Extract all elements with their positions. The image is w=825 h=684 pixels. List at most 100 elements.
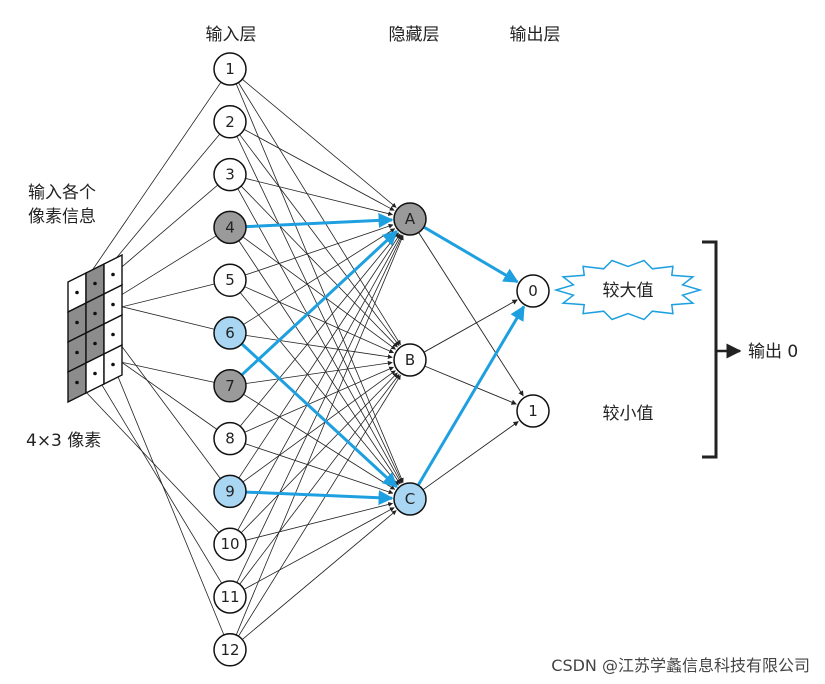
pixel-info-label-line1: 输入各个 xyxy=(28,183,96,203)
pixel-grid-caption: 4×3 像素 xyxy=(26,431,101,451)
input-node-12-label: 12 xyxy=(220,641,239,659)
large-value-label: 较大值 xyxy=(603,281,654,301)
pixel-dot xyxy=(75,350,79,355)
connection-line xyxy=(242,370,396,483)
highlighted-connection-9-C xyxy=(245,490,394,506)
output-node-1 xyxy=(516,394,550,428)
pixel-dot xyxy=(93,281,97,286)
output-node-1-label: 1 xyxy=(528,402,538,420)
hidden-node-A-label: A xyxy=(405,210,416,228)
output-result-label: 输出 0 xyxy=(748,342,798,362)
input-node-2 xyxy=(213,105,247,139)
connection-line xyxy=(235,235,404,636)
connection-line xyxy=(423,299,518,353)
hidden-node-A xyxy=(393,202,427,236)
connection-line xyxy=(243,393,396,490)
connection-line xyxy=(242,78,397,208)
connection-line xyxy=(236,234,403,583)
pixel-info-label-line2: 像素信息 xyxy=(28,207,96,227)
hidden-node-B xyxy=(393,343,427,377)
connection-line xyxy=(238,82,401,346)
input-node-8-label: 8 xyxy=(225,430,235,448)
input-node-9 xyxy=(213,474,247,509)
input-node-7-label: 7 xyxy=(225,377,235,395)
connection-line xyxy=(244,366,394,433)
connection-line xyxy=(243,507,395,590)
pixel-dot xyxy=(111,272,115,277)
input-node-1 xyxy=(213,52,247,86)
connection-line xyxy=(242,510,397,640)
connection-line xyxy=(245,178,393,216)
input-node-4-label: 4 xyxy=(225,218,235,236)
pixel-to-input-line xyxy=(76,382,220,533)
pixel-grid xyxy=(67,253,123,404)
highlighted-connection-4-A xyxy=(245,212,394,229)
highlighted-connection-6-C xyxy=(240,342,398,488)
connection-line xyxy=(237,234,402,531)
pixel-to-input-line xyxy=(112,364,225,636)
connection-line xyxy=(237,188,402,484)
input-node-7 xyxy=(213,369,247,403)
connection-line xyxy=(239,292,399,486)
connection-line xyxy=(238,240,401,485)
connection-line xyxy=(240,372,398,534)
hidden-node-C-label: C xyxy=(405,490,415,508)
connection-line xyxy=(238,233,401,479)
connection-line xyxy=(245,334,393,360)
pixel-dot xyxy=(111,362,115,367)
connection-line xyxy=(245,502,394,541)
connection-line xyxy=(418,232,524,397)
connection-line xyxy=(245,360,393,384)
input-node-10-label: 10 xyxy=(220,535,239,553)
hidden-node-B-label: B xyxy=(405,351,415,369)
input-node-6 xyxy=(213,316,247,350)
pixel-to-input-line xyxy=(94,373,223,584)
input-node-11-label: 11 xyxy=(220,588,239,606)
connection-line xyxy=(245,223,394,276)
connection-line xyxy=(242,236,396,350)
connection-line xyxy=(243,129,395,211)
pixel-dot xyxy=(93,371,97,376)
input-node-5 xyxy=(213,263,247,297)
connection-line xyxy=(243,228,396,325)
pixel-dot xyxy=(75,290,79,295)
input-node-12 xyxy=(213,633,247,667)
input-node-3 xyxy=(213,157,247,192)
connection-line xyxy=(239,134,400,347)
input-node-6-label: 6 xyxy=(225,324,235,342)
connection-line xyxy=(245,443,394,495)
pixel-dot xyxy=(111,302,115,307)
pixel-dot xyxy=(93,341,97,346)
watermark: CSDN @江苏学蠡信息科技有限公司 xyxy=(551,656,810,675)
pixel-dot xyxy=(93,311,97,316)
connection-line xyxy=(236,136,403,484)
highlighted-connection-A-0 xyxy=(423,225,519,284)
connection-line xyxy=(238,374,401,637)
input-node-10 xyxy=(213,527,247,561)
highlighted-connection-7-A xyxy=(240,230,398,377)
input-node-5-label: 5 xyxy=(225,271,235,289)
input-node-4 xyxy=(213,210,247,245)
output-node-0-label: 0 xyxy=(528,282,538,300)
connection-line xyxy=(422,421,519,491)
connection-line xyxy=(424,365,517,405)
pixel-to-input-line xyxy=(76,81,222,293)
connection-line xyxy=(244,286,394,354)
pixel-to-input-line xyxy=(112,304,215,330)
connection-line xyxy=(239,373,400,585)
pixel-dot xyxy=(111,332,115,337)
input-layer-header: 输入层 xyxy=(206,25,257,45)
input-node-8 xyxy=(213,421,247,456)
highlighted-connections xyxy=(240,212,526,506)
connection-line xyxy=(239,232,399,427)
input-node-3-label: 3 xyxy=(225,166,235,184)
large-value-burst-icon xyxy=(553,259,703,321)
input-node-9-label: 9 xyxy=(225,482,235,500)
input-node-11 xyxy=(213,580,247,614)
pixel-to-input-line xyxy=(112,184,219,275)
output-bracket xyxy=(702,240,718,459)
input-node-2-label: 2 xyxy=(225,113,235,131)
pixel-to-input-line xyxy=(112,334,221,479)
